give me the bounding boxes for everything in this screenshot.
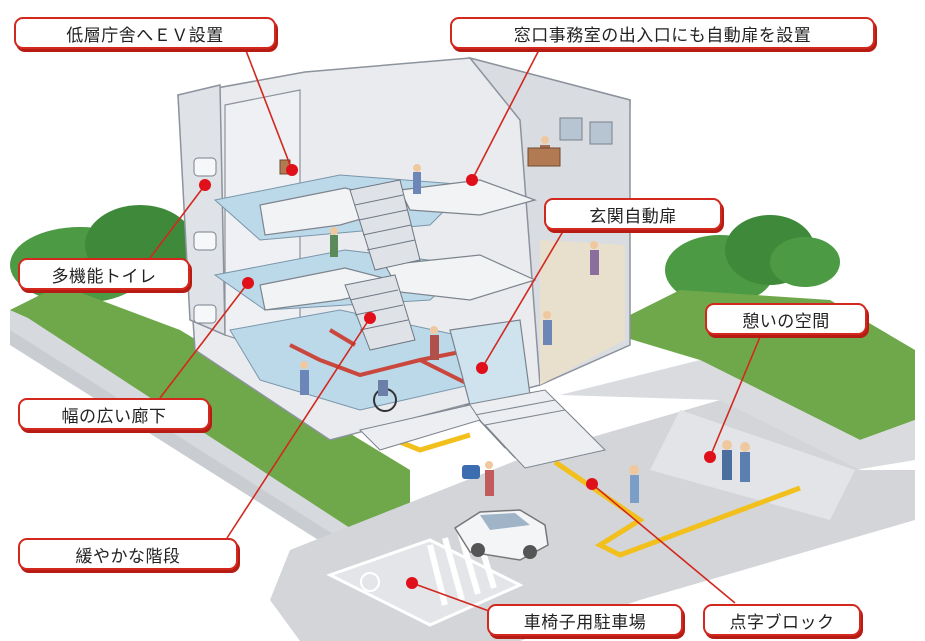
callout-toilet: 多機能トイレ <box>18 258 190 290</box>
parking-area <box>326 509 549 627</box>
callout-rest-space: 憩いの空間 <box>705 303 867 335</box>
callout-auto-door-office-text: 窓口事務室の出入口にも自動扉を設置 <box>513 25 812 46</box>
callout-entrance-door: 玄関自動扉 <box>544 198 722 230</box>
callout-parking-text: 車椅子用駐車場 <box>523 612 647 633</box>
callout-corridor-text: 幅の広い廊下 <box>61 406 167 427</box>
callout-toilet-text: 多機能トイレ <box>51 266 157 287</box>
callout-rest-space-text: 憩いの空間 <box>742 311 830 332</box>
callout-corridor: 幅の広い廊下 <box>18 398 210 430</box>
callout-stairs: 緩やかな階段 <box>18 538 238 570</box>
building <box>177 56 750 503</box>
callout-auto-door-office: 窓口事務室の出入口にも自動扉を設置 <box>450 17 875 49</box>
callout-stairs-text: 緩やかな階段 <box>75 546 181 567</box>
staircase-drawing <box>344 179 421 351</box>
callout-ev-text: 低層庁舎へＥＶ設置 <box>66 25 224 46</box>
callout-ev: 低層庁舎へＥＶ設置 <box>14 17 276 49</box>
marker-dots <box>199 164 716 589</box>
callout-braille: 点字ブロック <box>703 604 861 636</box>
callout-braille-text: 点字ブロック <box>729 612 835 633</box>
callout-entrance-door-text: 玄関自動扉 <box>589 206 677 227</box>
car <box>453 509 549 561</box>
leader-lines <box>149 47 761 616</box>
callout-parking: 車椅子用駐車場 <box>487 604 683 636</box>
